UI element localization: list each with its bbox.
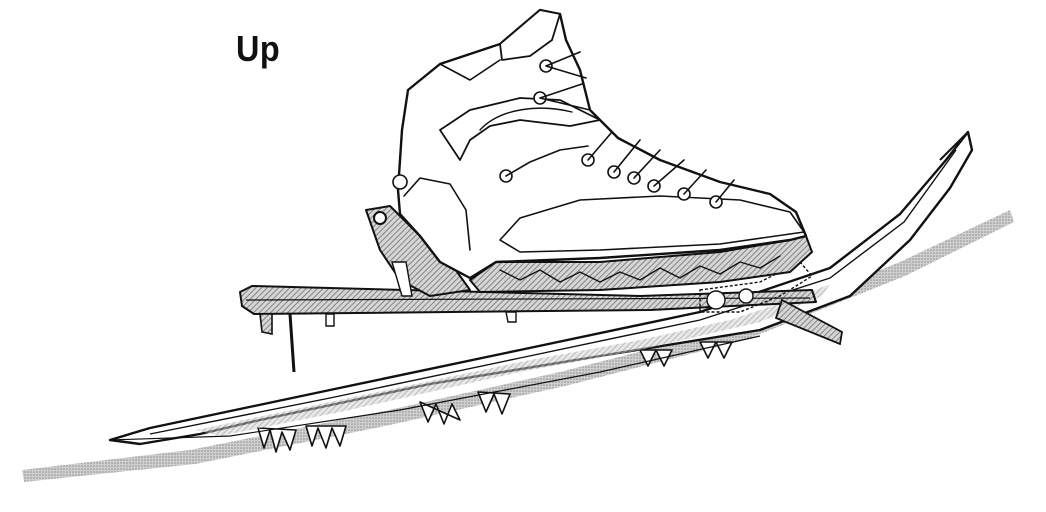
crampon-teeth-icon (257, 341, 733, 453)
snowshoe-icon (108, 130, 974, 446)
hiking-boot-icon (392, 8, 813, 293)
direction-label: Up (236, 28, 281, 69)
heel-lift-bar-icon (239, 205, 843, 373)
